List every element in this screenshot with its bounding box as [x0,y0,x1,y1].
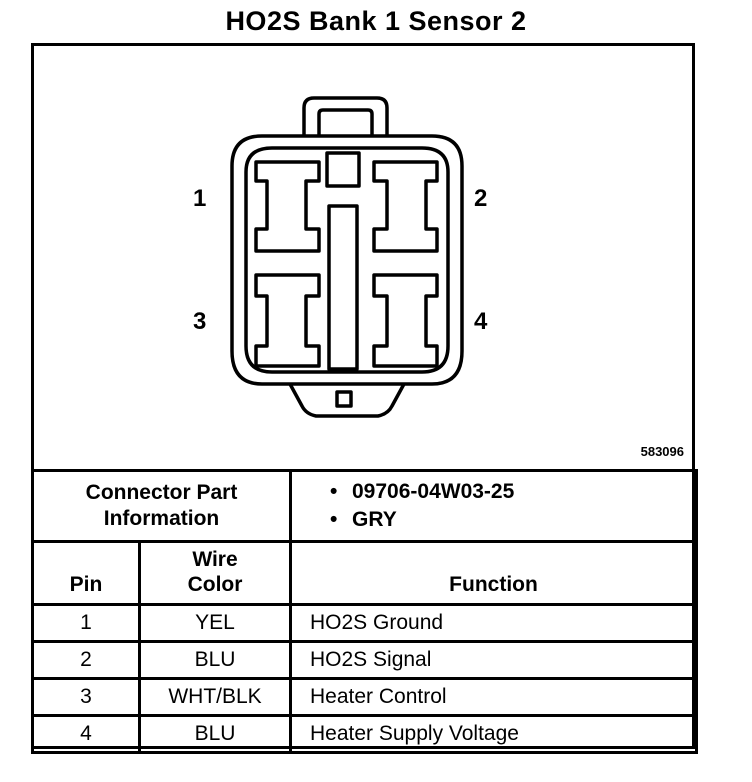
figure-number: 583096 [640,444,684,459]
center-small-cavity [325,151,361,188]
pin-cell: 1 [31,603,141,643]
connector-diagram-area: 1 2 3 4 583096 [34,46,692,469]
connector-color: GRY [352,508,397,531]
pin-cavity-3 [254,273,321,368]
pin-cavity-1 [254,160,321,253]
function-cell: HO2S Ground [289,603,698,643]
connector-body-outer [230,134,464,386]
column-header-function: Function [289,540,698,606]
diagram-title: HO2S Bank 1 Sensor 2 [225,6,527,36]
function-cell: Heater Control [289,677,698,717]
table-row: 4 BLU Heater Supply Voltage [31,714,698,754]
wire-color-cell: BLU [138,714,292,754]
connector-part-info-row: Connector Part Information •09706-04W03-… [31,469,698,543]
pin-cell: 4 [31,714,141,754]
pin-label-3: 3 [193,308,207,335]
connector-part-number: 09706-04W03-25 [352,480,515,503]
wire-color-cell: YEL [138,603,292,643]
wire-color-cell: WHT/BLK [138,677,292,717]
connector-face-drawing [230,96,464,418]
pin-label-1: 1 [193,185,207,212]
table-row: 2 BLU HO2S Signal [31,640,698,680]
function-cell: HO2S Signal [289,640,698,680]
connector-part-info-values: •09706-04W03-25 •GRY [289,469,698,543]
table-row: 3 WHT/BLK Heater Control [31,677,698,717]
pin-label-4: 4 [474,308,488,335]
wire-color-cell: BLU [138,640,292,680]
connector-latch-tab [302,96,389,136]
function-cell: Heater Supply Voltage [289,714,698,754]
pin-cell: 2 [31,640,141,680]
column-header-wire-color: Wire Color [138,540,292,606]
pin-label-2: 2 [474,185,488,212]
connector-frame: 1 2 3 4 583096 Connector Part Informatio… [31,43,698,754]
pin-cell: 3 [31,677,141,717]
connector-body-inner [244,146,450,374]
connector-info-table: Connector Part Information •09706-04W03-… [31,469,698,754]
connector-bottom-key [288,383,406,418]
center-long-slot [327,204,359,371]
pin-cavity-2 [372,160,439,253]
connector-part-info-label: Connector Part Information [31,469,292,543]
table-row: 1 YEL HO2S Ground [31,603,698,643]
table-header-row: Pin Wire Color Function [31,540,698,606]
column-header-pin: Pin [31,540,141,606]
pin-cavity-4 [372,273,439,368]
